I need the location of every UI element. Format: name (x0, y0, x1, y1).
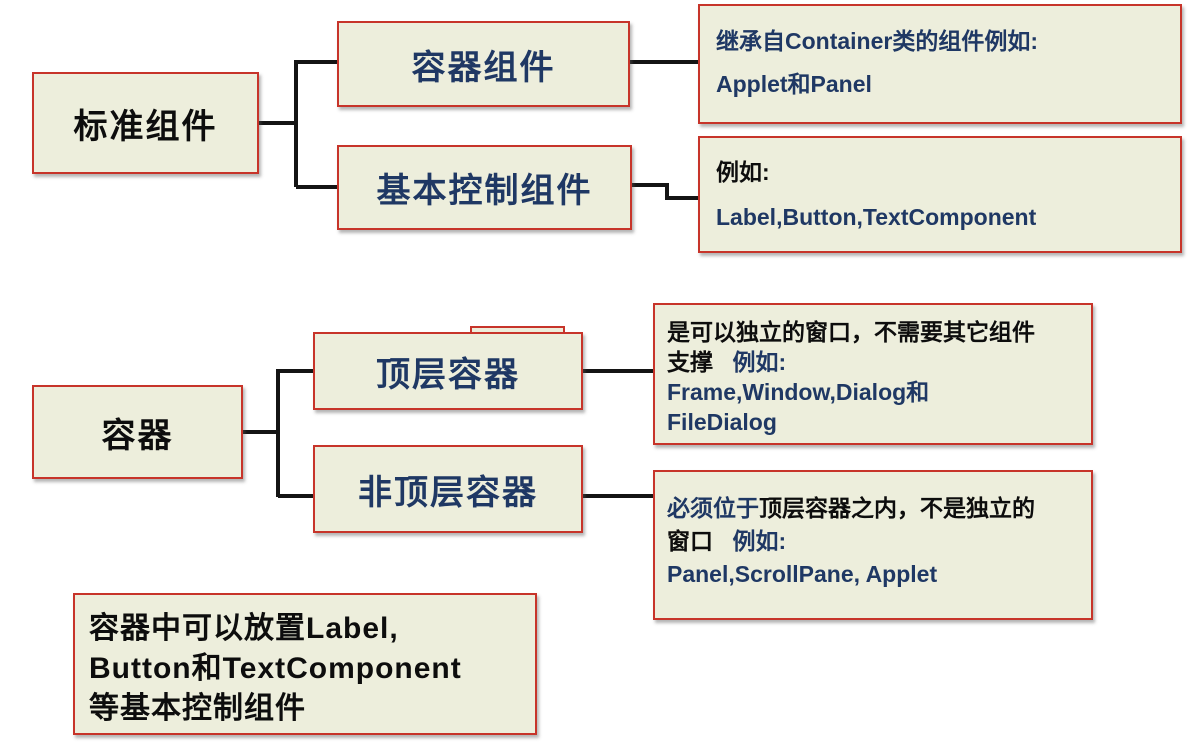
container-component-box: 容器组件 (337, 21, 630, 107)
note-line: 等基本控制组件 (89, 692, 306, 725)
standard-components-box: 标准组件 (32, 72, 259, 174)
note-line: 支撑例如: (667, 347, 1085, 377)
note-line: FileDialog (667, 409, 777, 435)
note-line: 窗口例如: (667, 525, 1085, 558)
top-level-container-note-box: 是可以独立的窗口，不需要其它组件 支撑例如: Frame,Window,Dial… (653, 303, 1093, 445)
basic-control-note-box: 例如: Label,Button,TextComponent (698, 136, 1182, 253)
note-line: 是可以独立的窗口，不需要其它组件 (667, 319, 1035, 345)
note-line: Panel,ScrollPane, Applet (667, 561, 938, 587)
container-label: 容器 (101, 416, 174, 455)
top-level-container-box: 顶层容器 (313, 332, 583, 410)
note-line: Frame,Window,Dialog和 (667, 379, 930, 405)
basic-control-component-label: 基本控制组件 (376, 172, 593, 210)
note-segment: 例如: (732, 349, 787, 375)
note-line: 继承自Container类的组件例如: (716, 28, 1038, 54)
container-component-note-box: 继承自Container类的组件例如: Applet和Panel (698, 4, 1182, 124)
standard-components-label: 标准组件 (73, 107, 218, 146)
basic-control-component-box: 基本控制组件 (337, 145, 632, 230)
note-segment: 窗口 (667, 528, 713, 554)
container-box: 容器 (32, 385, 243, 479)
note-line: 必须位于顶层容器之内，不是独立的 (667, 492, 1085, 525)
note-segment: 例如: (732, 528, 787, 554)
note-segment: 必须位于 (667, 495, 759, 521)
footer-note-box: 容器中可以放置Label, Button和TextComponent 等基本控制… (73, 593, 537, 735)
note-segment: 顶层容器之内，不是独立的 (759, 495, 1035, 521)
note-line: Applet和Panel (716, 71, 872, 97)
note-segment: 支撑 (667, 349, 713, 375)
note-line: 容器中可以放置Label, (89, 612, 399, 645)
note-line: Label,Button,TextComponent (716, 204, 1037, 230)
non-top-level-container-note-box: 必须位于顶层容器之内，不是独立的 窗口例如: Panel,ScrollPane,… (653, 470, 1093, 620)
non-top-level-container-label: 非顶层容器 (358, 473, 538, 512)
non-top-level-container-box: 非顶层容器 (313, 445, 583, 533)
note-line: Button和TextComponent (89, 652, 462, 685)
container-component-label: 容器组件 (411, 48, 556, 87)
top-level-container-label: 顶层容器 (376, 355, 520, 394)
note-line: 例如: (716, 159, 770, 185)
